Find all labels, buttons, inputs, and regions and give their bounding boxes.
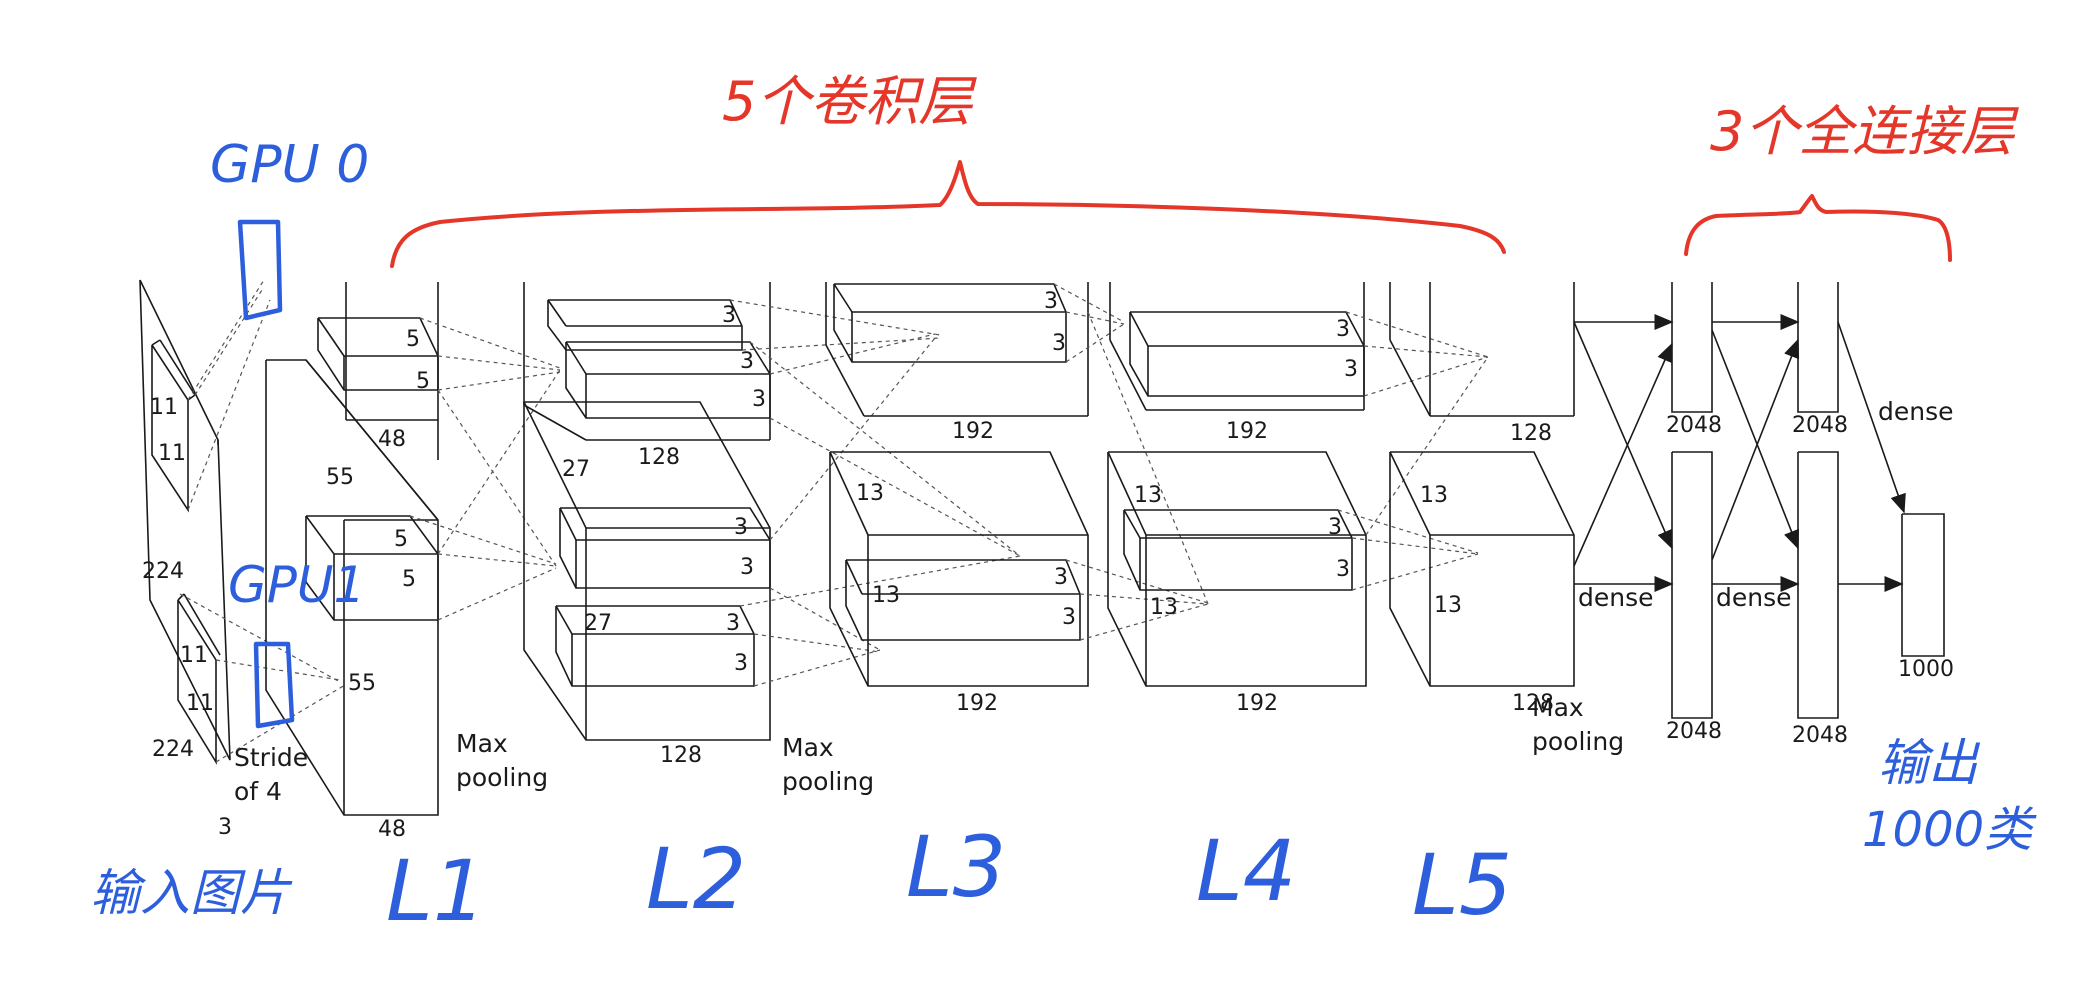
- fc-arrows: [1573, 314, 1906, 592]
- stride-of-label: of 4: [234, 777, 282, 806]
- conv3-k1: 3: [1044, 289, 1058, 314]
- conv1-size-a: 55: [326, 465, 354, 490]
- dense-label-c: dense: [1878, 397, 1954, 426]
- output-label: 输出: [1878, 734, 1981, 792]
- gpu1-label: GPU1: [228, 556, 365, 614]
- gpu0-label: GPU 0: [210, 135, 369, 195]
- conv4-depth-bot: 192: [1236, 691, 1278, 716]
- conv4-k4: 3: [1336, 557, 1350, 582]
- conv3-depth-bot: 192: [956, 691, 998, 716]
- fc6-bot-size: 2048: [1666, 719, 1722, 744]
- fc-volumes: [1671, 282, 1945, 719]
- conv1-conv2-rays: [409, 317, 561, 621]
- dense-label-a: dense: [1578, 583, 1654, 612]
- layer-label-3: L3: [906, 818, 1006, 916]
- fc-group-brace: [1684, 194, 1952, 262]
- conv-group-brace: [390, 160, 1506, 268]
- conv1-kernel-top-a: 5: [406, 327, 420, 352]
- input-kernel-bot-a: 11: [180, 643, 208, 668]
- conv2-depth-bot: 128: [660, 743, 702, 768]
- fc6-top-size: 2048: [1666, 413, 1722, 438]
- conv2-k2: 3: [740, 349, 754, 374]
- conv2-k4: 3: [734, 515, 748, 540]
- conv1-depth-bot: 48: [378, 817, 406, 842]
- output-classes-label: 1000类: [1862, 802, 2037, 858]
- fc7-top-size: 2048: [1792, 413, 1848, 438]
- conv3-size-b: 13: [872, 583, 900, 608]
- conv2-volume: [523, 282, 771, 741]
- fc-group-label: 3个全连接层: [1710, 100, 2019, 163]
- layer-label-2: L2: [646, 830, 746, 928]
- conv4-size-b: 13: [1150, 595, 1178, 620]
- conv1-volume: [265, 282, 439, 816]
- conv5-size-b: 13: [1434, 593, 1462, 618]
- layer-label-5: L5: [1412, 836, 1512, 934]
- layer-label-4: L4: [1196, 822, 1296, 920]
- input-image-volume: [139, 279, 231, 765]
- conv1-size-b: 55: [348, 671, 376, 696]
- input-image-label: 输入图片: [90, 864, 293, 922]
- conv1-pool-label: Max: [456, 729, 508, 758]
- conv1-pool-label-2: pooling: [456, 763, 548, 792]
- conv2-k6: 3: [726, 611, 740, 636]
- input-kernel-bot-b: 11: [186, 691, 214, 716]
- conv4-k3: 3: [1328, 515, 1342, 540]
- conv2-size-a: 27: [562, 457, 590, 482]
- conv1-kernel-top-b: 5: [416, 369, 430, 394]
- conv5-depth-top: 128: [1510, 421, 1552, 446]
- conv1-depth-top: 48: [378, 427, 406, 452]
- conv1-kernel-bot-a: 5: [394, 527, 408, 552]
- conv5-pool-label: Max: [1532, 693, 1584, 722]
- conv2-k1: 3: [722, 303, 736, 328]
- conv5-size-a: 13: [1420, 483, 1448, 508]
- dense-label-b: dense: [1716, 583, 1792, 612]
- conv4-k2: 3: [1344, 357, 1358, 382]
- fc7-bot-size: 2048: [1792, 723, 1848, 748]
- input-size-top: 224: [142, 559, 184, 584]
- conv2-pool-label: Max: [782, 733, 834, 762]
- conv4-depth-top: 192: [1226, 419, 1268, 444]
- gpu0-marker: [237, 219, 283, 321]
- conv3-k3: 3: [1054, 565, 1068, 590]
- conv3-size-a: 13: [856, 481, 884, 506]
- input-kernel-top-b: 11: [158, 441, 186, 466]
- conv5-volume: [1389, 282, 1575, 687]
- conv4-conv5-rays: [1337, 311, 1489, 591]
- gpu1-marker: [253, 641, 295, 729]
- conv1-kernel-bot-b: 5: [402, 567, 416, 592]
- stride-label: Stride: [234, 743, 308, 772]
- layer-label-1: L1: [386, 842, 486, 940]
- conv3-k4: 3: [1062, 605, 1076, 630]
- conv2-depth-top: 128: [638, 445, 680, 470]
- conv2-k3: 3: [752, 387, 766, 412]
- conv3-k2: 3: [1052, 331, 1066, 356]
- conv4-size-a: 13: [1134, 483, 1162, 508]
- conv3-depth-top: 192: [952, 419, 994, 444]
- conv2-k5: 3: [740, 555, 754, 580]
- output-size: 1000: [1898, 657, 1954, 682]
- input-channels: 3: [218, 815, 232, 840]
- input-kernel-top-a: 11: [150, 395, 178, 420]
- conv4-k1: 3: [1336, 317, 1350, 342]
- conv5-depth-bot: 128: [1512, 691, 1554, 716]
- input-size-bottom: 224: [152, 737, 194, 762]
- conv-group-label: 5个卷积层: [722, 70, 977, 133]
- conv2-pool-label-2: pooling: [782, 767, 874, 796]
- conv2-k7: 3: [734, 651, 748, 676]
- conv5-pool-label-2: pooling: [1532, 727, 1624, 756]
- conv2-size-b: 27: [584, 611, 612, 636]
